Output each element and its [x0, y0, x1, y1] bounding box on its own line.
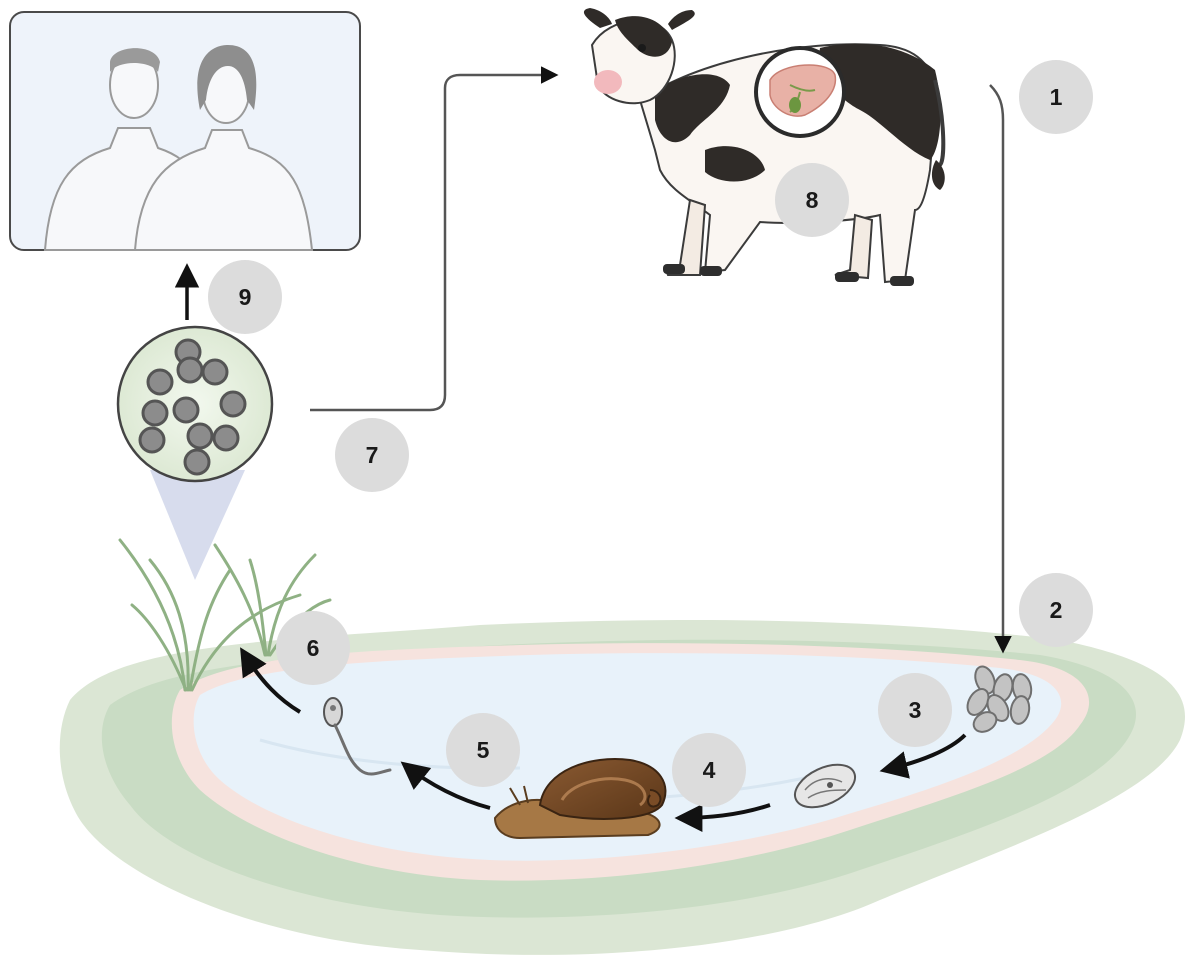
- step-badge-6: 6: [276, 611, 350, 685]
- humans-icon: [10, 12, 360, 250]
- grazing-cone: [150, 470, 245, 580]
- step-badge-5: 5: [446, 713, 520, 787]
- cow-icon: [584, 8, 945, 286]
- step-number: 2: [1050, 597, 1063, 624]
- arrow-cow-to-pond: [990, 85, 1003, 650]
- step-number: 8: [806, 187, 819, 214]
- liver-icon: [756, 48, 844, 136]
- step-badge-1: 1: [1019, 60, 1093, 134]
- step-number: 4: [703, 757, 716, 784]
- step-badge-2: 2: [1019, 573, 1093, 647]
- step-number: 6: [307, 635, 320, 662]
- step-number: 7: [366, 442, 379, 469]
- metacercariae-icon: [118, 327, 272, 481]
- step-badge-3: 3: [878, 673, 952, 747]
- step-number: 3: [909, 697, 922, 724]
- step-badge-8: 8: [775, 163, 849, 237]
- step-badge-7: 7: [335, 418, 409, 492]
- step-badge-4: 4: [672, 733, 746, 807]
- step-number: 1: [1050, 84, 1063, 111]
- step-number: 5: [477, 737, 490, 764]
- step-number: 9: [239, 284, 252, 311]
- step-badge-9: 9: [208, 260, 282, 334]
